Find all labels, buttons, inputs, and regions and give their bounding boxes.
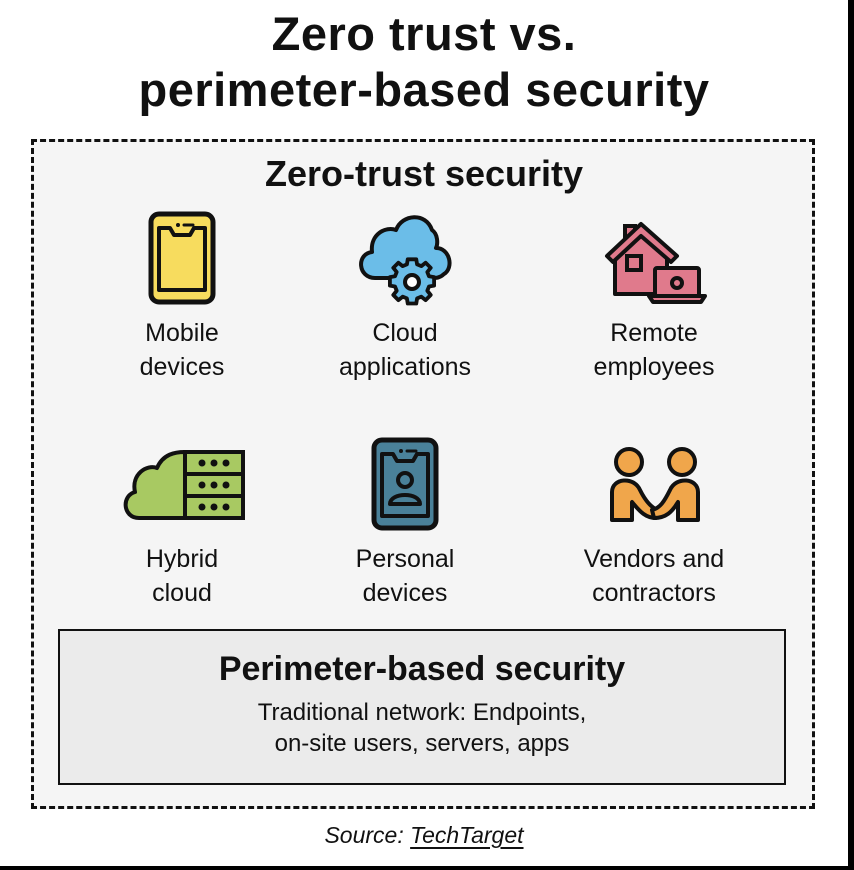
page-title: Zero trust vs. perimeter-based security <box>0 6 848 118</box>
perimeter-desc-line2: on-site users, servers, apps <box>274 730 570 757</box>
house-laptop-icon <box>605 222 707 304</box>
perimeter-region: Perimeter-based security Traditional net… <box>58 629 786 785</box>
item-label-line1: Mobile <box>145 319 219 347</box>
item-label-line2: devices <box>362 579 448 607</box>
mobile-phone-icon <box>148 211 216 305</box>
item-label-line1: Vendors and <box>583 545 725 573</box>
cloud-gear-icon <box>359 215 452 306</box>
item-label-line2: employees <box>593 353 715 381</box>
item-hybrid-cloud: Hybrid cloud <box>62 434 302 610</box>
source-label: Source: <box>324 822 404 848</box>
frame-border-bottom <box>0 866 854 870</box>
item-label-line1: Cloud <box>372 319 438 347</box>
title-line-1: Zero trust vs. <box>271 7 577 60</box>
cloud-server-icon <box>123 450 245 520</box>
phone-user-icon <box>371 437 439 531</box>
item-label-line1: Remote <box>610 319 698 347</box>
item-vendors-contractors: Vendors and contractors <box>534 434 774 610</box>
item-mobile-devices: Mobile devices <box>62 208 302 384</box>
item-label-line2: devices <box>139 353 225 381</box>
item-label-line1: Personal <box>355 545 455 573</box>
source-credit: Source: TechTarget <box>0 822 848 849</box>
item-label-line1: Hybrid <box>145 545 219 573</box>
perimeter-description: Traditional network: Endpoints, on-site … <box>60 697 784 759</box>
item-personal-devices: Personal devices <box>285 434 525 610</box>
zero-trust-title: Zero-trust security <box>264 153 584 194</box>
item-label-line2: cloud <box>152 579 212 607</box>
item-cloud-applications: Cloud applications <box>285 208 525 384</box>
perimeter-title: Perimeter-based security <box>218 650 626 688</box>
item-label-line2: applications <box>338 353 472 381</box>
item-remote-employees: Remote employees <box>534 208 774 384</box>
title-line-2: perimeter-based security <box>138 63 710 116</box>
perimeter-desc-line1: Traditional network: Endpoints, <box>257 699 587 726</box>
item-label-line2: contractors <box>592 579 716 607</box>
frame-border-right <box>848 0 854 870</box>
handshake-people-icon <box>610 447 700 522</box>
source-link[interactable]: TechTarget <box>410 822 524 848</box>
